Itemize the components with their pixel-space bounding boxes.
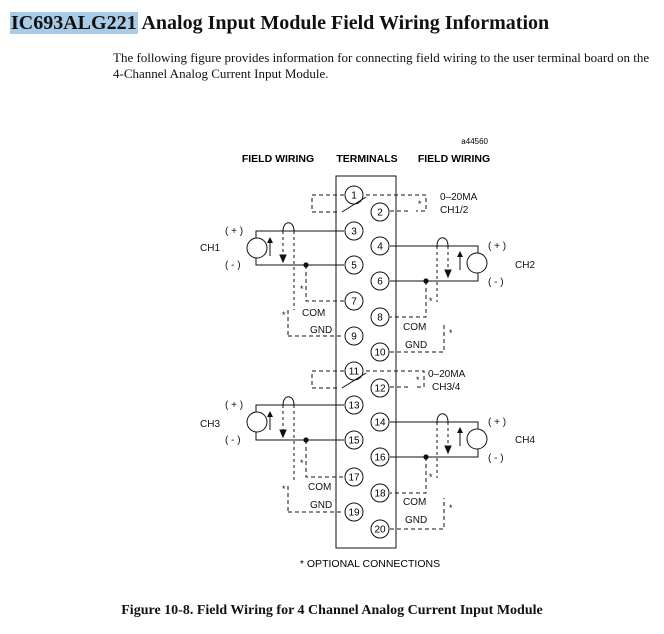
label-field-wiring-left: FIELD WIRING: [242, 153, 314, 165]
terminal-5: 5: [344, 255, 364, 275]
star-ch2-a: *: [429, 296, 433, 306]
star-ch34: *: [416, 375, 420, 385]
terminal-6: 6: [370, 271, 390, 291]
intro-paragraph: The following figure provides informatio…: [113, 50, 650, 81]
star-ch1-a: *: [300, 284, 304, 294]
label-terminals: TERMINALS: [336, 153, 397, 165]
figure-caption: Figure 10-8. Field Wiring for 4 Channel …: [121, 603, 543, 618]
star-ch3-a: *: [300, 458, 304, 468]
label-ch4: CH4: [515, 435, 535, 446]
terminal-18: 18: [370, 483, 390, 503]
label-field-wiring-right: FIELD WIRING: [418, 153, 490, 165]
label-ch34: CH3/4: [432, 382, 461, 393]
star-ch4-a: *: [429, 472, 433, 482]
label-ch2-plus: ( + ): [488, 241, 506, 252]
terminal-number: 18: [374, 489, 386, 500]
label-ch3-plus: ( + ): [225, 400, 243, 411]
terminal-19: 19: [344, 502, 364, 522]
terminal-number: 10: [374, 348, 386, 359]
section-heading: IC693ALG221 Analog Input Module Field Wi…: [10, 12, 549, 35]
wiring-diagram: a44560 FIELD WIRING TERMINALS FIELD WIRI…: [200, 137, 535, 570]
terminal-number: 3: [351, 227, 357, 238]
terminal-15: 15: [344, 430, 364, 450]
terminal-number: 2: [377, 208, 383, 219]
terminal-16: 16: [370, 447, 390, 467]
terminal-block: [335, 175, 397, 549]
terminal-13: 13: [344, 395, 364, 415]
label-com-bottom-left: COM: [308, 482, 331, 493]
label-ch4-plus: ( + ): [488, 417, 506, 428]
label-range-bottom: 0–20MA: [428, 369, 466, 380]
label-ch1-plus: ( + ): [225, 226, 243, 237]
terminal-9: 9: [344, 326, 364, 346]
terminal-number: 16: [374, 453, 386, 464]
star-ch4-b: *: [449, 503, 453, 513]
terminal-number: 20: [374, 525, 386, 536]
heading-title: Analog Input Module Field Wiring Informa…: [141, 12, 550, 34]
label-ch4-minus: ( - ): [488, 453, 504, 464]
label-ch2: CH2: [515, 260, 535, 271]
terminal-8: 8: [370, 307, 390, 327]
label-ch1-minus: ( - ): [225, 260, 241, 271]
figure-ref-id: a44560: [461, 137, 488, 146]
star-ch1-b: *: [282, 310, 286, 320]
star-ch12: *: [418, 199, 422, 209]
terminal-number: 13: [348, 401, 360, 412]
terminal-number: 15: [348, 436, 360, 447]
terminal-number: 4: [377, 242, 383, 253]
terminal-20: 20: [370, 519, 390, 539]
terminal-17: 17: [344, 467, 364, 487]
label-ch3: CH3: [200, 419, 220, 430]
label-com-bottom-right: COM: [403, 497, 426, 508]
terminal-4: 4: [370, 236, 390, 256]
module-code: IC693ALG221: [10, 12, 138, 34]
terminal-14: 14: [370, 412, 390, 432]
star-ch2-b: *: [449, 328, 453, 338]
label-range-top: 0–20MA: [440, 192, 478, 203]
optional-connections-note: * OPTIONAL CONNECTIONS: [300, 558, 440, 570]
label-gnd-bottom-right: GND: [405, 515, 427, 526]
terminal-11: 11: [344, 361, 364, 381]
terminal-3: 3: [344, 221, 364, 241]
terminal-10: 10: [370, 342, 390, 362]
label-ch3-minus: ( - ): [225, 435, 241, 446]
terminal-12: 12: [370, 378, 390, 398]
terminal-number: 14: [374, 418, 386, 429]
label-gnd-bottom-left: GND: [310, 500, 332, 511]
terminal-number: 17: [348, 473, 360, 484]
label-gnd-top-right: GND: [405, 340, 427, 351]
terminal-number: 1: [351, 191, 357, 202]
terminal-2: 2: [370, 202, 390, 222]
star-ch3-b: *: [282, 484, 286, 494]
label-ch12: CH1/2: [440, 205, 469, 216]
label-ch2-minus: ( - ): [488, 277, 504, 288]
terminal-number: 6: [377, 277, 383, 288]
terminal-number: 8: [377, 313, 383, 324]
label-gnd-top-left: GND: [310, 325, 332, 336]
label-ch1: CH1: [200, 243, 220, 254]
terminal-number: 7: [351, 297, 357, 308]
terminal-number: 19: [348, 508, 360, 519]
label-com-top-left: COM: [302, 308, 325, 319]
terminal-1: 1: [344, 185, 364, 205]
terminal-7: 7: [344, 291, 364, 311]
label-com-top-right: COM: [403, 322, 426, 333]
terminal-number: 11: [349, 367, 360, 378]
terminal-number: 12: [374, 384, 386, 395]
terminal-number: 9: [351, 332, 357, 343]
terminal-number: 5: [351, 261, 357, 272]
